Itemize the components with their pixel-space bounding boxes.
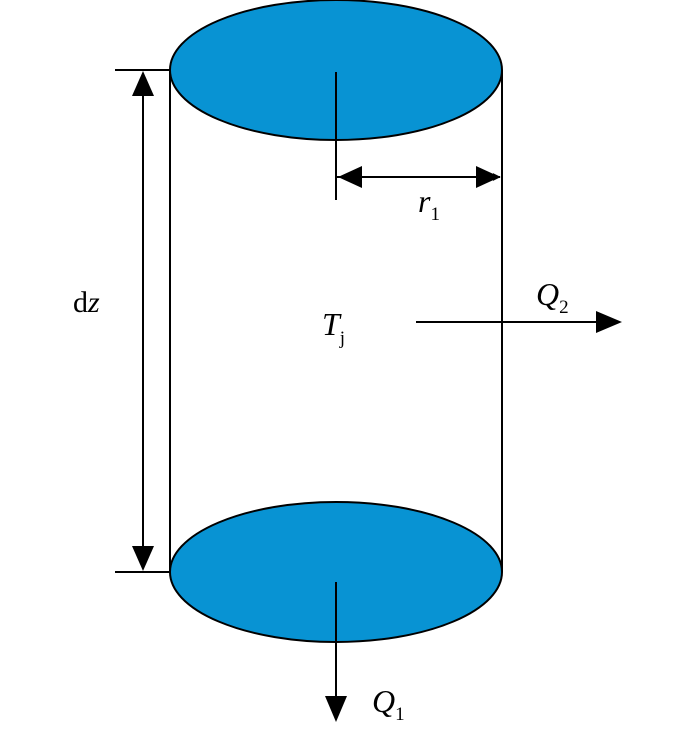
height-arrowhead-top <box>132 71 154 96</box>
radial-heat-arrowhead <box>596 311 622 333</box>
radius-arrowhead-right <box>476 166 500 188</box>
radius-label: r1 <box>418 183 440 225</box>
radial-heat-label: Q2 <box>536 276 569 318</box>
height-arrowhead-bottom <box>132 546 154 571</box>
axial-heat-label: Q1 <box>372 683 405 725</box>
height-label: dz <box>73 286 100 319</box>
axial-heat-arrowhead <box>325 696 347 722</box>
temperature-label: Tj <box>322 306 345 349</box>
radius-arrowhead-left <box>338 166 362 188</box>
